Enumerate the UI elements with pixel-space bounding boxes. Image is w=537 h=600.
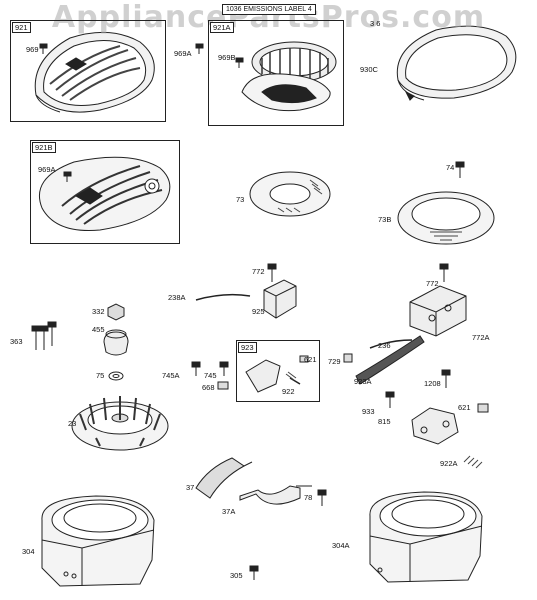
label-969A: 969A xyxy=(174,49,192,58)
box-921 xyxy=(10,20,166,122)
label-73B: 73B xyxy=(378,215,392,224)
part-75-washer xyxy=(108,371,124,381)
part-925-bracket xyxy=(195,263,297,319)
part-73-screen xyxy=(249,171,331,217)
box-921B-tag: 921B xyxy=(32,142,56,153)
label-74: 74 xyxy=(446,163,455,172)
label-332: 332 xyxy=(92,307,105,316)
label-745: 745 xyxy=(204,371,217,380)
label-922A: 922A xyxy=(440,459,458,468)
part-37A-baffle xyxy=(239,485,312,505)
part-73B-screen xyxy=(397,191,495,245)
label-73: 73 xyxy=(236,195,245,204)
label-969B: 969B xyxy=(218,53,236,62)
label-621-box: 621 xyxy=(304,355,317,364)
part-74-screw xyxy=(455,161,465,178)
label-455: 455 xyxy=(92,325,105,334)
box-921A xyxy=(208,20,344,126)
label-363: 363 xyxy=(10,337,23,346)
part-969-screws xyxy=(39,43,244,182)
part-930C-cover xyxy=(396,25,517,101)
part-921B-cover xyxy=(38,156,171,232)
label-969A-box-921B: 969A xyxy=(38,165,56,174)
part-921A-cover xyxy=(241,41,337,112)
label-969: 969 xyxy=(26,45,39,54)
label-772A: 772A xyxy=(472,333,490,342)
part-923-lever xyxy=(245,355,309,393)
label-23: 23 xyxy=(68,419,77,428)
part-933-screw xyxy=(385,391,395,408)
label-304: 304 xyxy=(22,547,35,556)
part-23-flywheel xyxy=(71,396,169,451)
label-621-right: 621 xyxy=(458,403,471,412)
label-745A: 745A xyxy=(162,371,180,380)
part-304A-housing xyxy=(369,491,483,583)
box-921A-tag: 921A xyxy=(210,22,234,33)
part-78-screw xyxy=(317,489,327,506)
part-922A-spring xyxy=(463,455,483,469)
label-236: 236 xyxy=(378,341,391,350)
part-37-guide xyxy=(195,457,253,499)
label-3-6: 3 6 xyxy=(370,19,381,28)
part-332-nut xyxy=(107,303,125,321)
label-922: 922 xyxy=(282,387,295,396)
label-37A: 37A xyxy=(222,507,236,516)
part-1208-screw xyxy=(441,369,451,388)
label-75: 75 xyxy=(96,371,105,380)
label-238A: 238A xyxy=(168,293,186,302)
box-921-tag: 921 xyxy=(12,22,31,33)
label-815: 815 xyxy=(378,417,391,426)
label-933: 933 xyxy=(362,407,375,416)
label-772-left: 772 xyxy=(252,267,265,276)
label-37: 37 xyxy=(186,483,195,492)
part-921-cover xyxy=(34,31,155,113)
label-772-right: 772 xyxy=(426,279,439,288)
label-930C: 930C xyxy=(360,65,378,74)
part-772-bracket xyxy=(409,263,467,337)
part-305-screw xyxy=(249,565,259,580)
part-745-screws xyxy=(191,361,229,390)
label-305: 305 xyxy=(230,571,243,580)
part-923A-link xyxy=(343,335,425,385)
box-921B xyxy=(30,140,180,244)
label-729: 729 xyxy=(328,357,341,366)
top-note-label: 1036 EMISSIONS LABEL 4 xyxy=(222,4,316,15)
part-815-bracket xyxy=(411,403,489,445)
label-304A: 304A xyxy=(332,541,350,550)
part-455-hub xyxy=(103,329,129,356)
box-923 xyxy=(236,340,320,402)
label-78: 78 xyxy=(304,493,313,502)
label-1208: 1208 xyxy=(424,379,441,388)
box-923-tag: 923 xyxy=(238,342,257,353)
label-668: 668 xyxy=(202,383,215,392)
label-925: 925 xyxy=(252,307,265,316)
label-923A: 923A xyxy=(354,377,372,386)
part-304-housing xyxy=(41,495,155,587)
part-363-bolts xyxy=(31,321,57,350)
